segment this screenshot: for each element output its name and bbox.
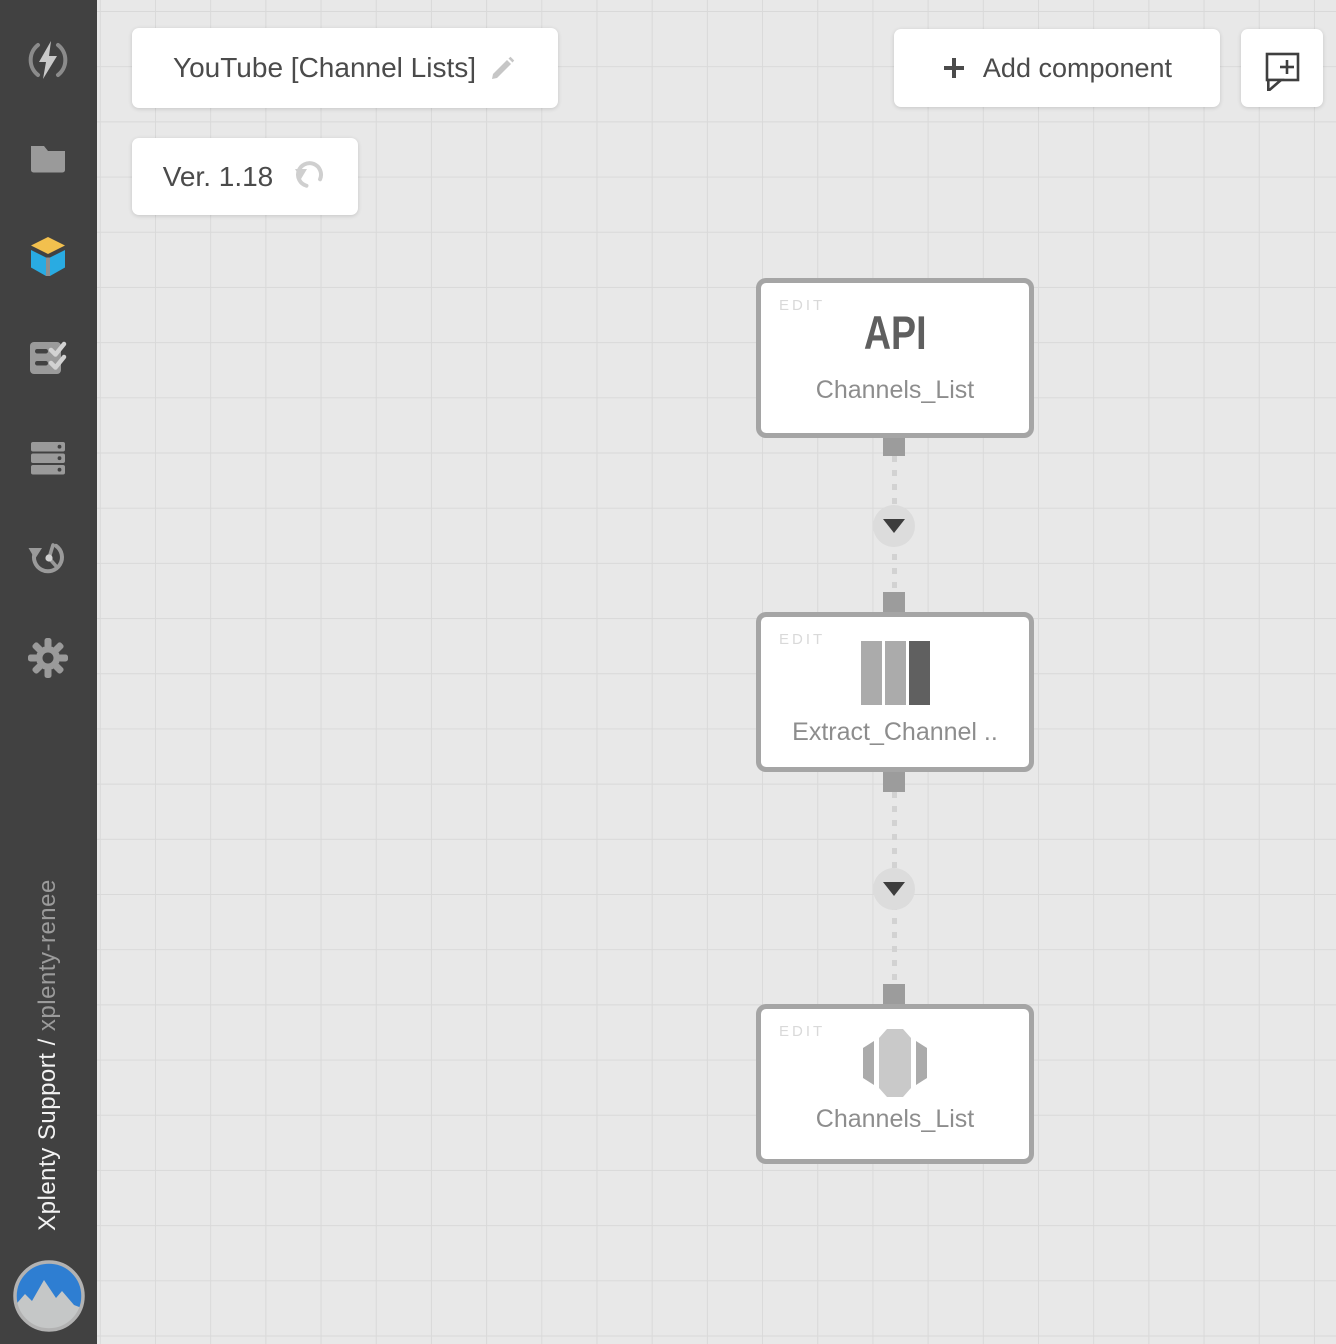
node2-output-port[interactable] [883, 772, 905, 792]
rollback-version-icon[interactable] [293, 160, 327, 194]
comment-plus-icon [1265, 52, 1300, 91]
sidebar-item-jobs[interactable] [26, 38, 70, 82]
database-destination-icon [863, 1029, 927, 1097]
sidebar-item-packages[interactable] [26, 136, 70, 180]
account-owner: Xplenty Support / [34, 1031, 61, 1231]
connector-arrow-2 [873, 868, 915, 910]
servers-icon [31, 442, 65, 475]
node-select-fields[interactable]: EDIT Extract_Channel .. [756, 612, 1034, 772]
connector-arrow-1 [873, 505, 915, 547]
sidebar: Xplenty Support / xplenty-renee [0, 0, 97, 1344]
avatar[interactable] [11, 1258, 87, 1334]
select-columns-icon [860, 641, 930, 705]
account-user: xplenty-renee [34, 879, 61, 1032]
package-cube-icon [31, 237, 65, 276]
xplenty-logo-icon [13, 1260, 85, 1332]
history-clock-icon [28, 543, 64, 574]
dataflow-canvas[interactable]: EDIT API Channels_List EDIT Extract_Chan… [97, 0, 1336, 1344]
version-label: Ver. 1.18 [162, 160, 274, 192]
node-name: Extract_Channel .. [792, 718, 998, 746]
version-card: Ver. 1.18 [132, 138, 358, 215]
add-component-button[interactable]: Add component [894, 29, 1220, 107]
node-name: Channels_List [815, 376, 975, 404]
package-title: YouTube [Channel Lists] [172, 52, 477, 83]
arrow-down-icon [883, 882, 905, 896]
plus-icon [943, 58, 964, 78]
node-edit-button[interactable]: EDIT [779, 297, 826, 314]
sidebar-item-clusters[interactable] [26, 436, 70, 480]
node2-input-port [883, 592, 905, 612]
node-database-destination[interactable]: EDIT Channels_List [756, 1004, 1034, 1164]
sidebar-item-settings[interactable] [26, 636, 70, 680]
arrow-down-icon [883, 519, 905, 533]
checklist-icon [30, 341, 67, 374]
sidebar-item-package-active[interactable] [26, 236, 70, 280]
folder-icon [31, 146, 65, 173]
account-label: Xplenty Support / xplenty-renee [34, 879, 62, 1231]
node-api-source[interactable]: EDIT API Channels_List [756, 278, 1034, 438]
gear-icon [28, 638, 68, 678]
edit-pencil-icon[interactable] [489, 54, 517, 82]
add-component-label: Add component [982, 52, 1173, 83]
node3-input-port [883, 984, 905, 1004]
node-name: Channels_List [815, 1105, 975, 1133]
bolt-icon [28, 41, 68, 79]
node-edit-button[interactable]: EDIT [779, 631, 826, 648]
node-edit-button[interactable]: EDIT [779, 1023, 826, 1040]
sidebar-item-tasks[interactable] [26, 336, 70, 380]
sidebar-item-schedules[interactable] [26, 536, 70, 580]
package-title-card: YouTube [Channel Lists] [132, 28, 558, 108]
node1-output-port[interactable] [883, 436, 905, 456]
api-source-icon: API [863, 306, 927, 359]
add-note-button[interactable] [1241, 29, 1323, 107]
